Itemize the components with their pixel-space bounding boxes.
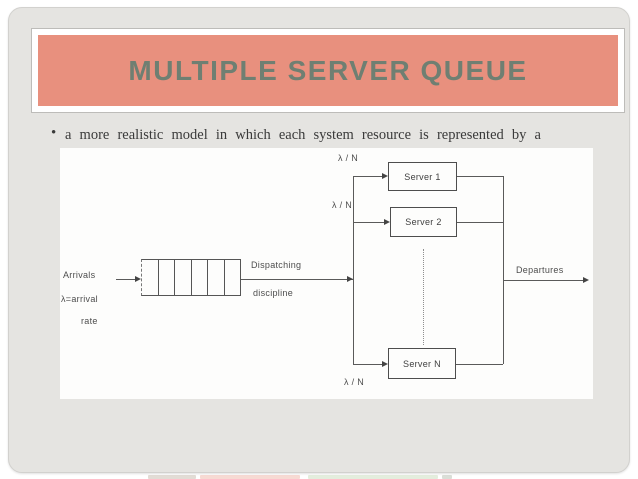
- output-line-server2: [457, 222, 503, 223]
- server1-box: Server 1: [388, 162, 457, 191]
- dispatch-arrow-icon: [347, 276, 353, 282]
- branch-line-server2: [353, 222, 385, 223]
- branch-arrow-serverN-icon: [382, 361, 388, 367]
- queue-cell: [142, 260, 159, 295]
- dispatching-label-line1: Dispatching: [251, 260, 302, 270]
- serverN-label: Server N: [403, 358, 441, 369]
- lambda-n-label-bottom: λ / N: [344, 377, 365, 387]
- output-line-serverN: [456, 364, 503, 365]
- next-slide-smudge: [148, 475, 196, 479]
- queue-cell: [225, 260, 241, 295]
- lambda-n-label-top: λ / N: [338, 153, 359, 163]
- departures-label: Departures: [516, 265, 564, 275]
- lambda-n-label-mid: λ / N: [332, 200, 353, 210]
- branch-line-server1: [353, 176, 383, 177]
- queue-cell: [208, 260, 225, 295]
- departure-arrow-icon: [583, 277, 589, 283]
- server1-label: Server 1: [404, 171, 441, 182]
- branch-arrow-server1-icon: [382, 173, 388, 179]
- slide-background: MULTIPLE SERVER QUEUE • a more realistic…: [8, 7, 630, 473]
- arrival-line: [116, 279, 138, 280]
- queue-buffer: [141, 259, 241, 296]
- queue-diagram-panel: Arrivals λ=arrival rate Dispatching disc…: [60, 148, 593, 399]
- queue-cell: [192, 260, 208, 295]
- bullet-marker: •: [51, 125, 57, 141]
- server2-label: Server 2: [405, 217, 442, 227]
- dispatching-label-line2: discipline: [253, 288, 294, 298]
- server2-box: Server 2: [390, 207, 457, 237]
- output-line-server1: [457, 176, 503, 177]
- title-box: MULTIPLE SERVER QUEUE: [38, 35, 618, 106]
- slide-title: MULTIPLE SERVER QUEUE: [128, 54, 528, 86]
- queue-cell: [175, 260, 192, 295]
- branch-line-serverN: [353, 364, 383, 365]
- dispatch-line: [241, 279, 353, 280]
- collector-bus-line: [503, 176, 504, 364]
- bullet-text-line1: a more realistic model in which each sys…: [65, 127, 541, 143]
- arrival-rate-label-line1: λ=arrival: [61, 294, 98, 304]
- next-slide-smudge: [200, 475, 300, 479]
- branch-arrow-server2-icon: [384, 219, 390, 225]
- departure-line: [503, 280, 585, 281]
- ellipsis-dotted-line: [423, 249, 424, 345]
- next-slide-smudge: [442, 475, 452, 479]
- title-frame: MULTIPLE SERVER QUEUE: [31, 28, 625, 113]
- arrivals-label: Arrivals: [63, 270, 96, 280]
- arrival-arrow-icon: [135, 276, 141, 282]
- arrival-rate-label-line2: rate: [81, 316, 98, 326]
- serverN-box: Server N: [388, 348, 456, 379]
- queue-cell: [159, 260, 175, 295]
- distribution-bus-line: [353, 176, 354, 364]
- next-slide-smudge: [308, 475, 438, 479]
